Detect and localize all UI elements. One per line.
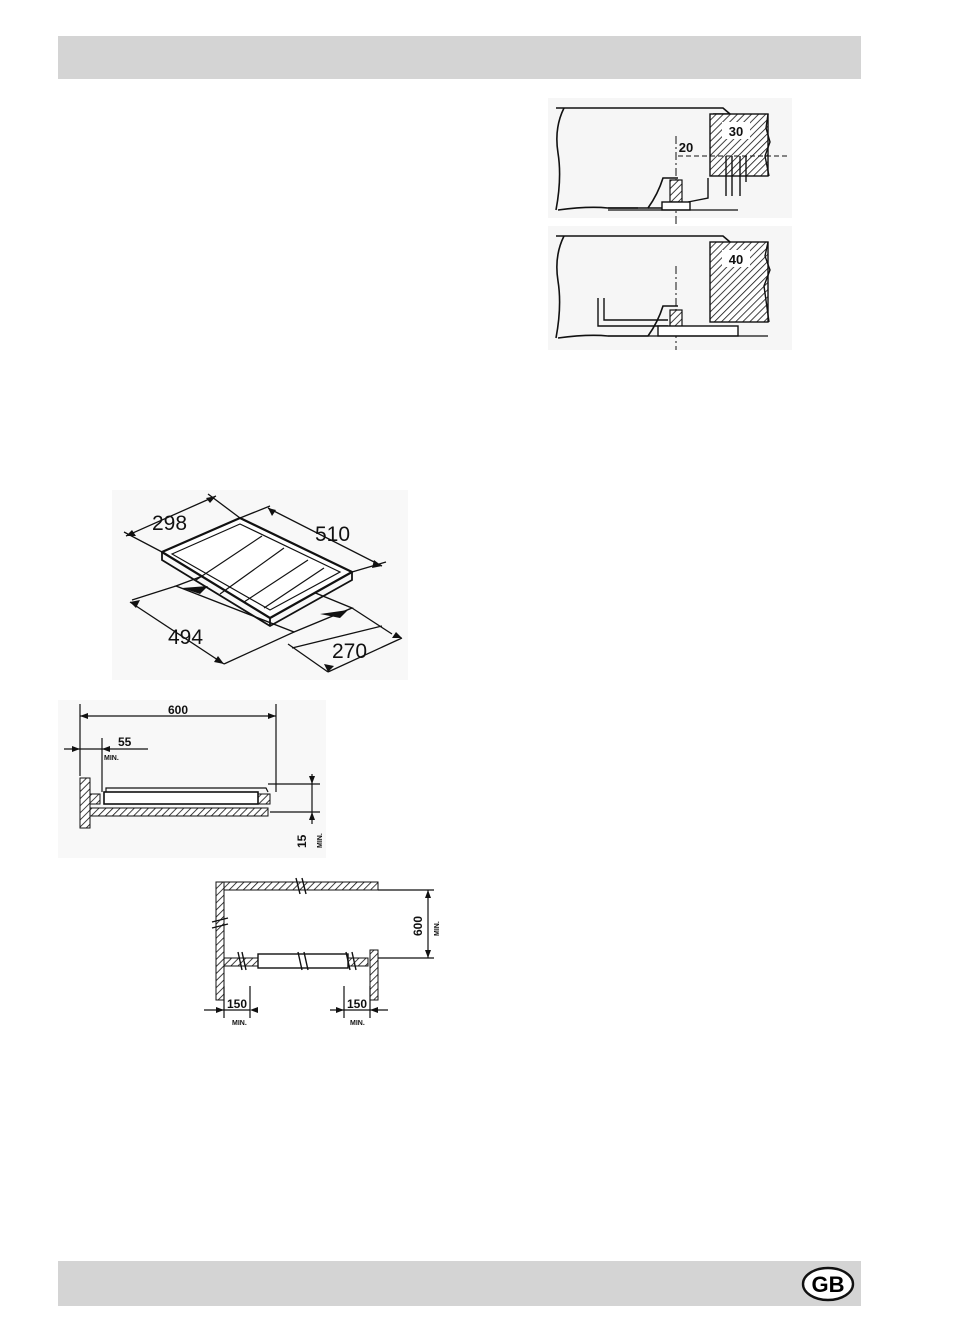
upper-thickness-label: 30 <box>729 124 743 139</box>
country-badge-label: GB <box>812 1272 845 1297</box>
right-min-unit: MIN. <box>350 1020 365 1027</box>
under-min-unit: MIN. <box>317 833 324 848</box>
under-min-label: 15 <box>295 834 309 848</box>
country-badge: GB <box>801 1266 855 1302</box>
cutout-width-label: 494 <box>168 626 203 649</box>
hob-dimension-diagram: 298 510 494 270 <box>112 490 408 680</box>
header-bar <box>58 36 861 79</box>
upper-offset-label: 20 <box>679 140 693 155</box>
hob-width-label: 510 <box>315 523 350 546</box>
side-clearance-diagram: 600 55 MIN. 15 MIN. <box>58 700 326 858</box>
front-height-unit: MIN. <box>434 921 441 936</box>
right-min-label: 150 <box>347 997 367 1011</box>
fixing-lower-panel: 40 <box>548 226 792 350</box>
left-min-label: 150 <box>227 997 247 1011</box>
fixing-bracket-diagram: 30 20 40 <box>548 98 792 350</box>
back-min-label: 55 <box>118 735 132 749</box>
cutout-depth-label: 270 <box>332 640 367 663</box>
lower-thickness-label: 40 <box>729 252 743 267</box>
footer-bar <box>58 1261 861 1306</box>
hob-depth-label: 298 <box>152 512 187 535</box>
left-min-unit: MIN. <box>232 1020 247 1027</box>
fixing-upper-panel: 30 20 <box>548 98 792 226</box>
side-distance-label: 600 <box>168 703 188 717</box>
front-height-label: 600 <box>411 916 425 936</box>
back-min-unit: MIN. <box>104 755 119 762</box>
front-clearance-diagram: 600 MIN. 150 MIN. 150 MIN. <box>198 878 448 1030</box>
